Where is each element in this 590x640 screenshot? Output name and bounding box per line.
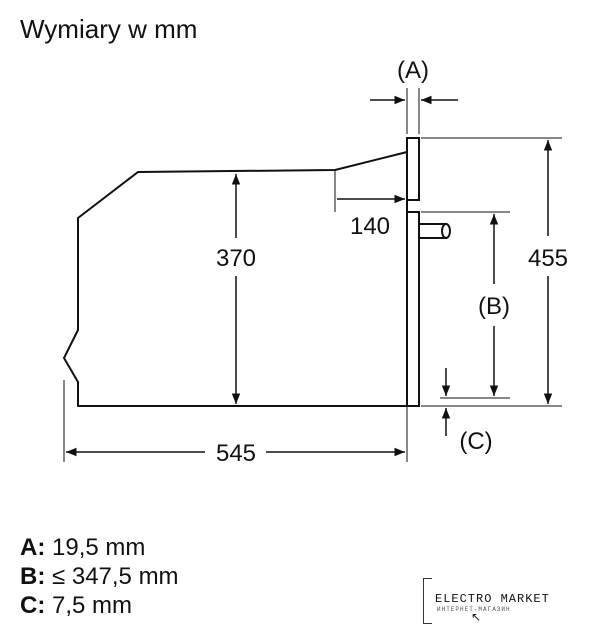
dim-b-label: (B) xyxy=(478,293,510,320)
legend-key: B: xyxy=(20,563,46,590)
legend-key: A: xyxy=(20,534,46,561)
legend-item-a: A: 19,5 mm xyxy=(20,534,145,562)
diagram-title: Wymiary w mm xyxy=(20,14,198,44)
legend-item-b: B: ≤ 347,5 mm xyxy=(20,563,179,591)
logo-tagline: ИНТЕРНЕТ-МАГАЗИН xyxy=(437,606,511,613)
dim-a-label: (A) xyxy=(397,57,429,84)
watermark-logo: ELECTRO MARKET ИНТЕРНЕТ-МАГАЗИН ↖ xyxy=(423,578,553,634)
front-panel xyxy=(406,137,420,201)
dim-c-label: (C) xyxy=(459,428,492,455)
cursor-icon: ↖ xyxy=(471,610,482,624)
logo-name: ELECTRO MARKET xyxy=(435,592,550,606)
legend-value: 7,5 mm xyxy=(52,592,133,619)
door-panel xyxy=(406,211,420,407)
dim-455-label: 455 xyxy=(528,245,568,272)
logo-frame xyxy=(423,578,432,624)
legend-key: C: xyxy=(20,592,46,619)
handle-end xyxy=(441,223,451,239)
dim-370-label: 370 xyxy=(216,245,256,272)
dim-140-label: 140 xyxy=(350,213,390,240)
oven-body-outline xyxy=(63,151,408,407)
legend-value: ≤ 347,5 mm xyxy=(52,563,179,590)
dim-545-label: 545 xyxy=(216,440,256,467)
legend-item-c: C: 7,5 mm xyxy=(20,592,132,620)
legend-value: 19,5 mm xyxy=(52,534,146,561)
